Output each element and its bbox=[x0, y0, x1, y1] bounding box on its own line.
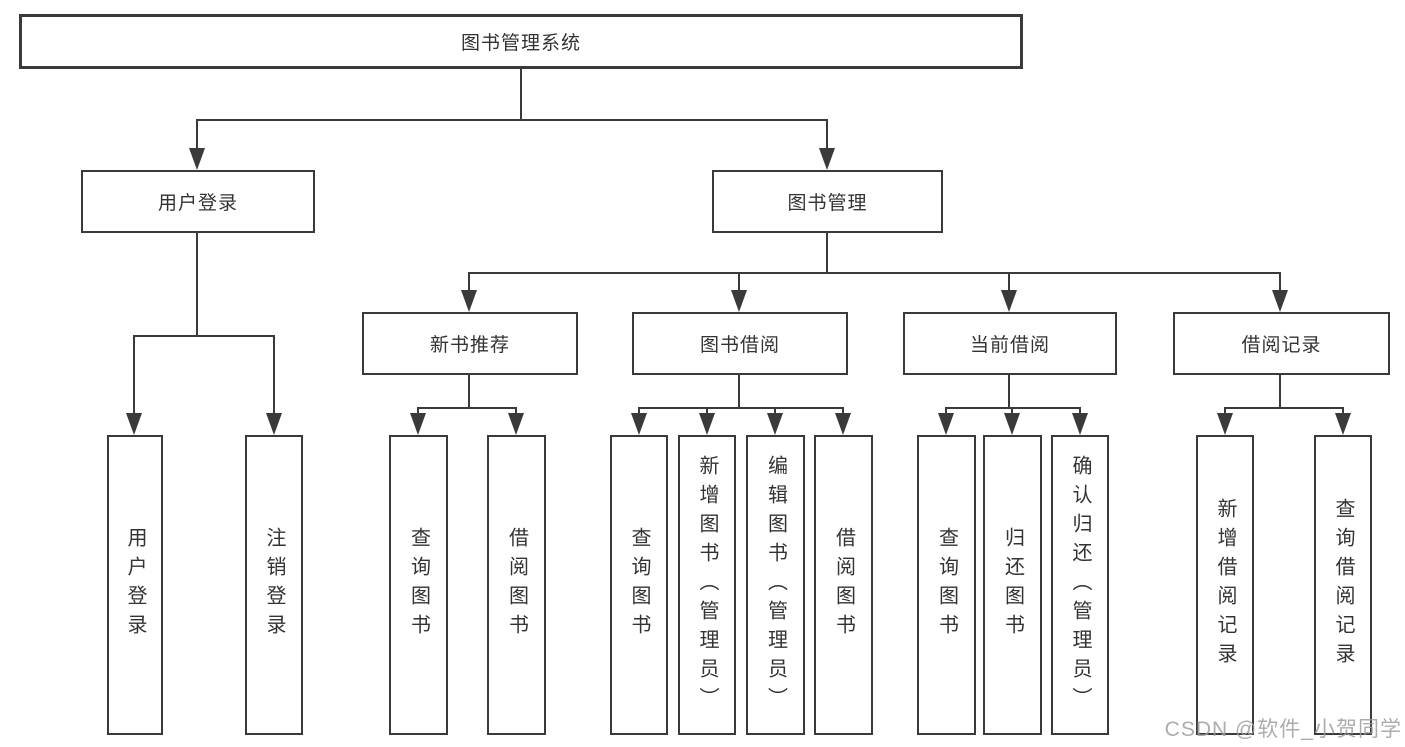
connector-line bbox=[515, 407, 517, 417]
connector-line bbox=[638, 407, 844, 409]
connector-line bbox=[738, 373, 740, 409]
arrowhead-down-icon bbox=[1004, 413, 1020, 435]
node-library-system: 图书管理系统 bbox=[19, 14, 1023, 69]
connector-line bbox=[774, 407, 776, 417]
connector-line bbox=[196, 231, 198, 337]
connector-line bbox=[738, 272, 740, 294]
arrowhead-down-icon bbox=[410, 413, 426, 435]
node-label: 新增图书（管理员） bbox=[696, 454, 718, 716]
arrowhead-down-icon bbox=[1001, 290, 1017, 312]
arrowhead-down-icon bbox=[731, 290, 747, 312]
node-label: 查询图书 bbox=[407, 527, 430, 643]
connector-line bbox=[196, 119, 828, 121]
connector-line bbox=[706, 407, 708, 417]
arrowhead-down-icon bbox=[126, 413, 142, 435]
node-book-management: 图书管理 bbox=[712, 170, 943, 233]
node-book-borrow: 图书借阅 bbox=[632, 312, 848, 375]
node-label: 图书管理 bbox=[787, 193, 868, 214]
connector-line bbox=[1224, 407, 1226, 417]
leaf-borrow-add-books-admin: 新增图书（管理员） bbox=[678, 435, 736, 735]
connector-line bbox=[1008, 272, 1010, 294]
leaf-current-confirm-return-admin: 确认归还（管理员） bbox=[1051, 435, 1109, 735]
node-label: 新增借阅记录 bbox=[1214, 498, 1236, 672]
connector-line bbox=[1079, 407, 1081, 417]
leaf-borrow-borrow-books: 借阅图书 bbox=[814, 435, 873, 735]
leaf-newbook-query-books: 查询图书 bbox=[389, 435, 448, 735]
connector-line bbox=[826, 231, 828, 274]
arrowhead-down-icon bbox=[819, 148, 835, 170]
arrowhead-down-icon bbox=[266, 413, 282, 435]
node-label: 新书推荐 bbox=[429, 335, 510, 356]
arrowhead-down-icon bbox=[1072, 413, 1088, 435]
node-label: 归还图书 bbox=[1001, 527, 1024, 643]
connector-line bbox=[1342, 407, 1344, 417]
leaf-records-add-record: 新增借阅记录 bbox=[1196, 435, 1254, 735]
arrowhead-down-icon bbox=[189, 148, 205, 170]
leaf-current-return-books: 归还图书 bbox=[983, 435, 1042, 735]
connector-line bbox=[468, 272, 1281, 274]
arrowhead-down-icon bbox=[835, 413, 851, 435]
connector-line bbox=[1008, 373, 1010, 409]
leaf-borrow-edit-books-admin: 编辑图书（管理员） bbox=[746, 435, 805, 735]
node-label: 借阅图书 bbox=[505, 527, 528, 643]
arrowhead-down-icon bbox=[767, 413, 783, 435]
node-new-book-recommend: 新书推荐 bbox=[362, 312, 578, 375]
connector-line bbox=[1279, 373, 1281, 409]
connector-line bbox=[1279, 272, 1281, 294]
connector-line bbox=[520, 67, 522, 121]
connector-line bbox=[417, 407, 517, 409]
arrowhead-down-icon bbox=[1272, 290, 1288, 312]
node-label: 编辑图书（管理员） bbox=[764, 454, 787, 716]
node-label: 当前借阅 bbox=[969, 335, 1050, 356]
connector-line bbox=[1011, 407, 1013, 417]
connector-line bbox=[945, 407, 1081, 409]
node-label: 用户登录 bbox=[157, 193, 238, 214]
connector-line bbox=[417, 407, 419, 417]
connector-line bbox=[468, 373, 470, 409]
node-label: 借阅记录 bbox=[1241, 335, 1322, 356]
connector-line bbox=[826, 119, 828, 152]
leaf-logout-login: 注销登录 bbox=[245, 435, 303, 735]
leaf-borrow-query-books: 查询图书 bbox=[610, 435, 668, 735]
node-label: 注销登录 bbox=[263, 527, 285, 643]
node-label: 查询借阅记录 bbox=[1332, 498, 1354, 672]
arrowhead-down-icon bbox=[461, 290, 477, 312]
node-user-login: 用户登录 bbox=[81, 170, 315, 233]
node-current-borrow: 当前借阅 bbox=[903, 312, 1117, 375]
connector-line bbox=[1224, 407, 1344, 409]
node-label: 确认归还（管理员） bbox=[1069, 454, 1091, 716]
node-borrow-records: 借阅记录 bbox=[1173, 312, 1390, 375]
leaf-records-query-record: 查询借阅记录 bbox=[1314, 435, 1372, 735]
arrowhead-down-icon bbox=[699, 413, 715, 435]
leaf-user-login: 用户登录 bbox=[107, 435, 163, 735]
node-label: 图书管理系统 bbox=[460, 33, 581, 54]
arrowhead-down-icon bbox=[631, 413, 647, 435]
node-label: 图书借阅 bbox=[699, 335, 780, 356]
connector-line bbox=[842, 407, 844, 417]
arrowhead-down-icon bbox=[508, 413, 524, 435]
connector-line bbox=[945, 407, 947, 417]
arrowhead-down-icon bbox=[1217, 413, 1233, 435]
connector-line bbox=[133, 335, 135, 417]
arrowhead-down-icon bbox=[938, 413, 954, 435]
connector-line bbox=[468, 272, 470, 294]
arrowhead-down-icon bbox=[1335, 413, 1351, 435]
leaf-current-query-books: 查询图书 bbox=[917, 435, 976, 735]
node-label: 查询图书 bbox=[628, 527, 650, 643]
connector-line bbox=[273, 335, 275, 417]
connector-line bbox=[196, 119, 198, 152]
csdn-watermark: CSDN @软件_小贺同学 bbox=[1164, 718, 1402, 741]
node-label: 借阅图书 bbox=[832, 527, 855, 643]
leaf-newbook-borrow-books: 借阅图书 bbox=[487, 435, 546, 735]
connector-line bbox=[638, 407, 640, 417]
node-label: 查询图书 bbox=[935, 527, 958, 643]
connector-line bbox=[133, 335, 275, 337]
node-label: 用户登录 bbox=[124, 527, 146, 643]
